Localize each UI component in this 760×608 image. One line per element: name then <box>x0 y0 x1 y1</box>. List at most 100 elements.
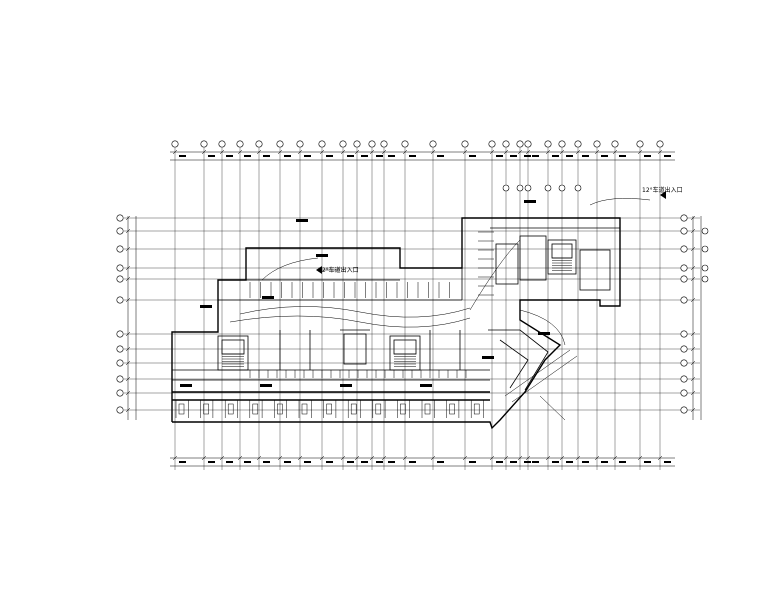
stall-car-mark <box>375 403 382 415</box>
tick <box>381 455 387 461</box>
tick <box>219 149 225 155</box>
tick <box>201 149 207 155</box>
tick <box>559 149 565 155</box>
ramp-dimension <box>504 349 578 421</box>
parking-stalls-top <box>249 231 494 378</box>
axis-bubble <box>461 140 469 148</box>
tick <box>690 276 696 282</box>
tick <box>575 149 581 155</box>
tick <box>201 455 207 461</box>
axis-bubble <box>218 140 226 148</box>
dimension-text-mark <box>304 461 311 463</box>
axis-bubble <box>558 140 566 148</box>
axis-bubble <box>656 140 664 148</box>
axis-bubble <box>488 140 496 148</box>
axis-bubble <box>516 140 524 148</box>
tick <box>369 455 375 461</box>
dimension-text-mark <box>644 155 651 157</box>
dimension-text-mark <box>226 461 233 463</box>
axis-bubble <box>339 140 347 148</box>
stall-car-mark <box>178 403 185 415</box>
axis-bubble <box>680 264 688 272</box>
stall-car-mark <box>301 403 308 415</box>
dimension-text-mark <box>437 461 444 463</box>
parking-stalls-bottom <box>175 400 484 418</box>
axis-bubble <box>116 375 124 383</box>
tick <box>690 331 696 337</box>
dimension-text-mark <box>284 461 291 463</box>
axis-bubble <box>558 184 566 192</box>
tick <box>690 297 696 303</box>
dimension-text-mark <box>582 155 589 157</box>
tick <box>125 228 131 234</box>
axis-bubble <box>680 275 688 283</box>
tick <box>172 455 178 461</box>
tick <box>690 390 696 396</box>
tick <box>690 376 696 382</box>
stall-car-mark <box>326 403 332 415</box>
axis-bubble <box>680 375 688 383</box>
axis-bubble <box>171 140 179 148</box>
axis-bubble <box>429 140 437 148</box>
axis-bubble <box>502 184 510 192</box>
tick <box>125 346 131 352</box>
tick <box>319 149 325 155</box>
dimension-text-mark <box>510 461 517 463</box>
tick <box>657 149 663 155</box>
tick <box>125 265 131 271</box>
tick <box>637 455 643 461</box>
axis-bubble <box>116 330 124 338</box>
dimension-text-mark <box>244 155 251 157</box>
dimension-text-mark <box>388 461 395 463</box>
dimension-text-mark <box>361 155 368 157</box>
dimension-text-mark <box>347 155 354 157</box>
dimension-text-mark <box>208 461 215 463</box>
axis-bubble <box>524 140 532 148</box>
axis-bubble <box>276 140 284 148</box>
axis-bubble <box>353 140 361 148</box>
dimension-text-mark <box>496 461 503 463</box>
tick <box>237 455 243 461</box>
axis-bubble <box>593 140 601 148</box>
axis-bubble <box>680 296 688 304</box>
axis-bubble <box>116 245 124 253</box>
tick <box>125 407 131 413</box>
tick <box>381 149 387 155</box>
tick <box>402 149 408 155</box>
room-tags <box>180 200 550 387</box>
stall-car-mark <box>227 403 234 415</box>
dimension-text-mark <box>361 461 368 463</box>
axis-bubbles-right <box>680 214 709 414</box>
dimension-text-mark <box>284 155 291 157</box>
axis-bubble <box>680 389 688 397</box>
axis-bubble <box>116 359 124 367</box>
stall-car-mark <box>203 403 209 415</box>
axis-bubble <box>544 140 552 148</box>
axis-bubble <box>255 140 263 148</box>
axis-bubble <box>574 140 582 148</box>
axis-bubble <box>544 184 552 192</box>
axis-bubble <box>502 140 510 148</box>
tick <box>125 276 131 282</box>
tick <box>690 228 696 234</box>
dimension-text-mark <box>644 461 651 463</box>
axis-bubble <box>701 264 709 272</box>
dimension-text-mark <box>619 461 626 463</box>
tick <box>462 149 468 155</box>
dimension-text-mark <box>566 461 573 463</box>
dimension-text-mark <box>469 461 476 463</box>
axis-bubble <box>116 275 124 283</box>
axis-bubble <box>680 214 688 222</box>
dimension-lines <box>127 151 702 467</box>
driving-lane <box>229 198 651 346</box>
axis-bubble <box>116 345 124 353</box>
tick <box>525 149 531 155</box>
dimension-text-mark <box>552 461 559 463</box>
axis-bubble <box>116 264 124 272</box>
dimension-text-mark <box>179 155 186 157</box>
tick <box>575 455 581 461</box>
axis-bubble <box>680 245 688 253</box>
tick <box>690 215 696 221</box>
